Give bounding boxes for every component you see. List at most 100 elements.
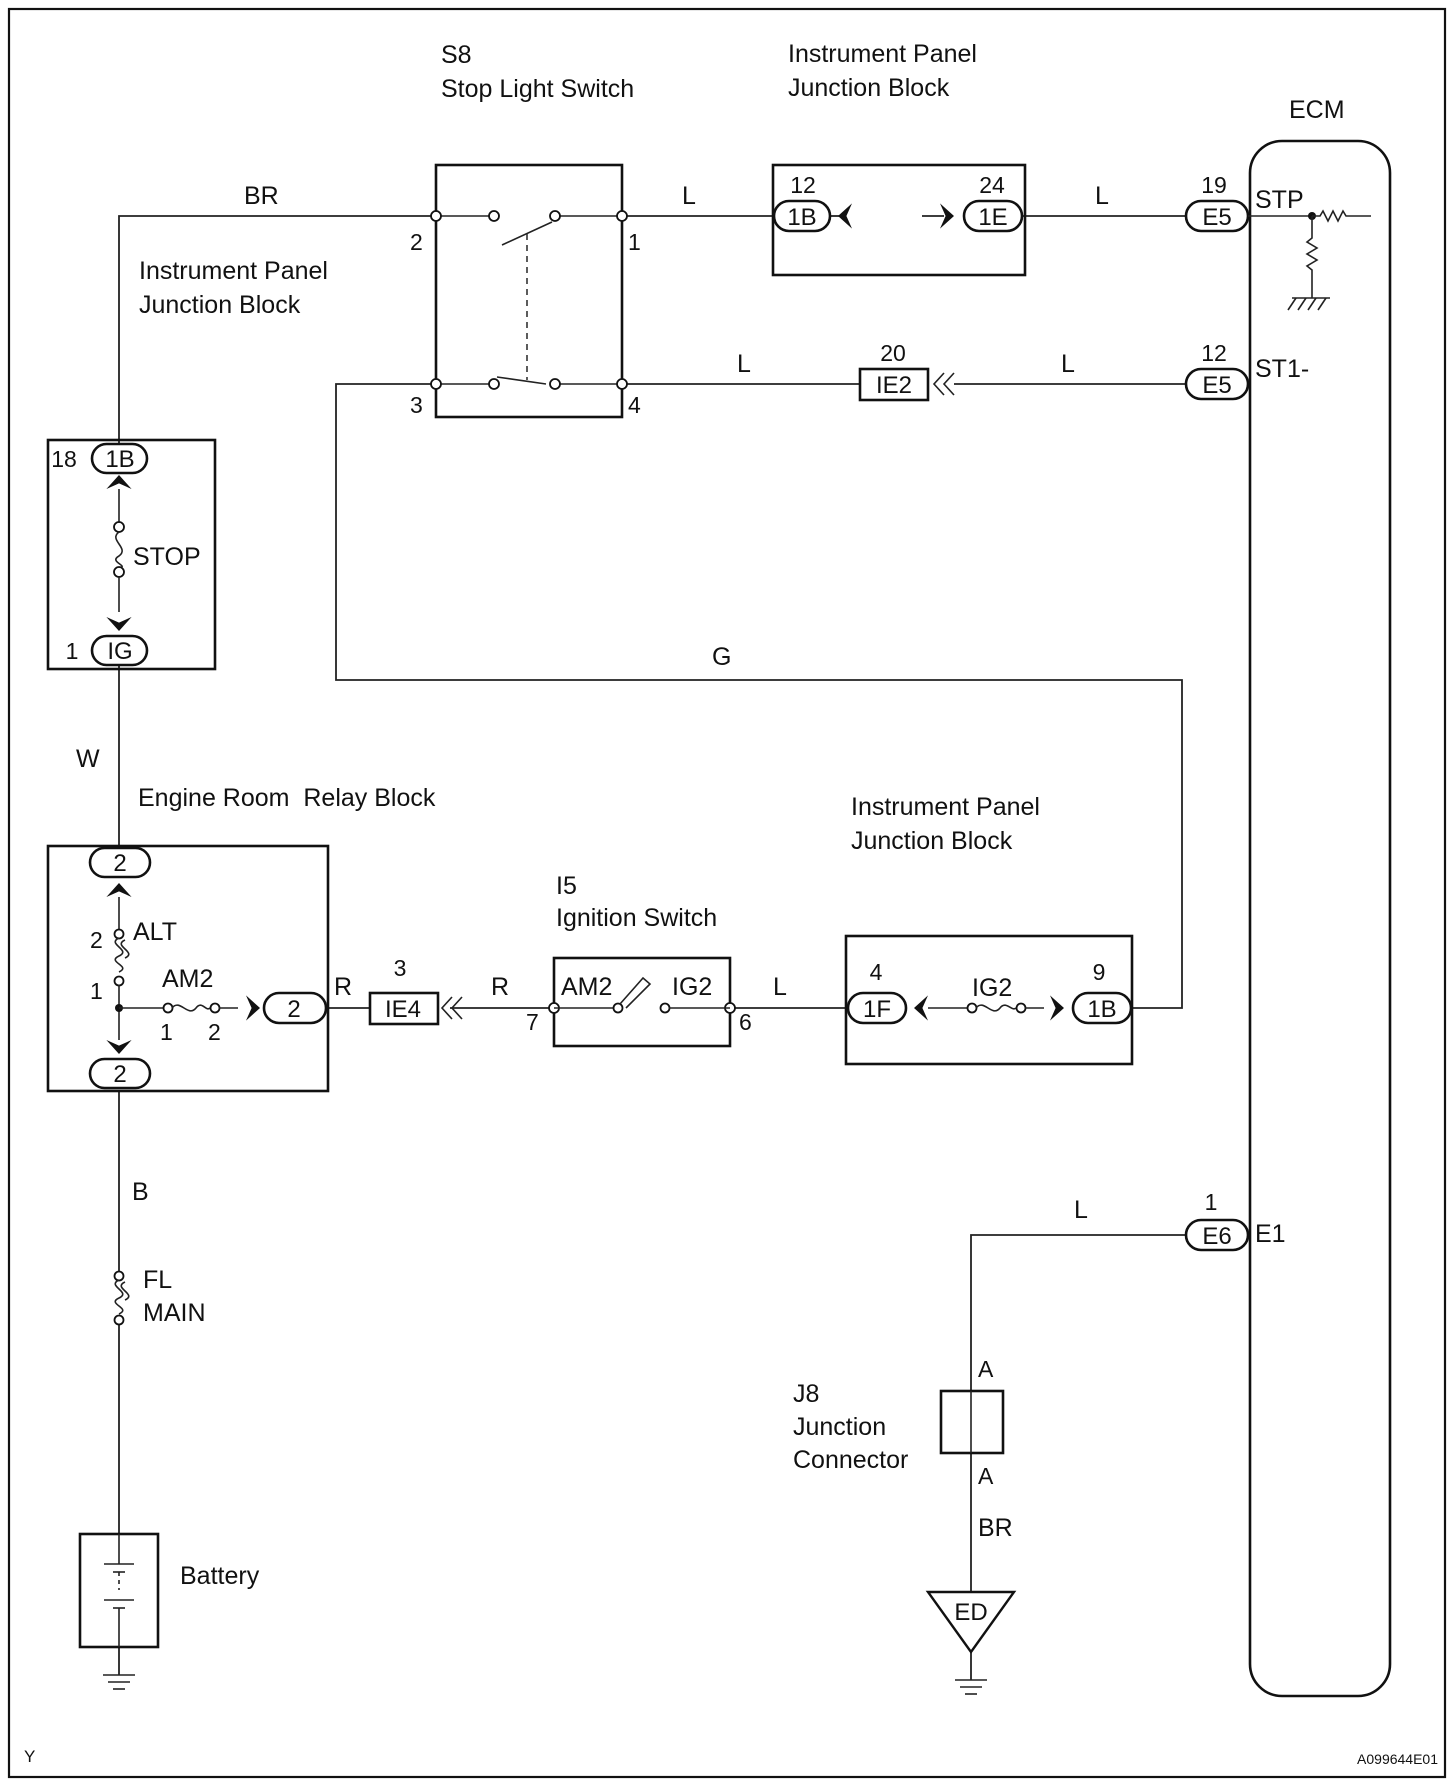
am2-fuse-label: AM2 (162, 965, 213, 993)
ipjb-left-label-2: Junction Block (139, 291, 301, 319)
errb-label: Engine Room Relay Block (138, 784, 436, 812)
j8-id: J8 (793, 1380, 819, 1408)
battery-label: Battery (180, 1562, 260, 1590)
ie2-label: IE2 (876, 372, 912, 399)
ipjb-left-box (46, 438, 217, 671)
alt-fuse-icon (114, 937, 130, 973)
ed-ground-label: ED (954, 1599, 987, 1626)
ig-am2-label: AM2 (561, 973, 612, 1001)
s8-pin-3: 3 (410, 392, 423, 418)
ipjb-top-label-1: Instrument Panel (788, 40, 977, 68)
ecm-e5-st1-pill (1184, 367, 1250, 401)
ecm-e5-stp-label: E5 (1202, 204, 1231, 231)
instrument-panel-jb-top: 1B 12 1E 24 (771, 163, 1027, 277)
ecm-e5-stp-pin: 19 (1201, 172, 1227, 198)
ig-pin-7: 7 (526, 1009, 539, 1035)
ed-ground: ED (925, 1590, 1017, 1655)
wire-label-br-bottom: BR (978, 1514, 1013, 1542)
rb-2-right-pill (262, 991, 328, 1025)
jb-ig-label: IG (107, 638, 132, 665)
ie4-box (368, 991, 440, 1026)
battery (78, 1532, 160, 1649)
jb-1f-pin: 4 (870, 959, 883, 985)
ecm-label: ECM (1289, 96, 1345, 124)
am2-fuse-icon (171, 1004, 211, 1012)
wire-label-r-right: R (491, 973, 509, 1001)
wire-l-e6 (970, 1234, 1188, 1391)
jb-1e-pill (962, 199, 1024, 233)
wire-label-b: B (132, 1178, 149, 1206)
am2-pin-left: 1 (160, 1019, 173, 1045)
s8-id: S8 (441, 41, 472, 69)
ecm-e6-pill (1184, 1218, 1250, 1252)
wire-label-l-jb-ecm: L (1095, 182, 1109, 210)
ignition-key-icon (619, 976, 652, 1009)
ed-ground-icon (955, 1679, 987, 1695)
ignition-switch-box (552, 956, 732, 1048)
ipjb-mid-label-1: Instrument Panel (851, 793, 1040, 821)
wire-label-l-s8-jb: L (682, 182, 696, 210)
jb-1b-mid-pill (1071, 991, 1133, 1025)
battery-ground-icon (103, 1674, 135, 1690)
ed-ground-triangle (925, 1590, 1017, 1655)
fl-label-1: FL (143, 1266, 172, 1294)
ipjb-top-box (771, 163, 1027, 277)
j8-name-1: Junction (793, 1413, 886, 1441)
ipjb-mid-box (844, 934, 1134, 1066)
jb-ig-pin: 1 (66, 638, 79, 664)
ipjb-left-label-1: Instrument Panel (139, 257, 328, 285)
stop-light-switch-box (434, 163, 624, 419)
ie2-pin: 20 (880, 340, 906, 366)
ipjb-mid-label-2: Junction Block (851, 827, 1013, 855)
wire-label-l-ig-jb: L (773, 973, 787, 1001)
wire-label-r-left: R (334, 973, 352, 1001)
ie4-connector: IE4 3 (368, 955, 463, 1026)
engine-room-relay-block: 2 2 2 2 1 1 2 (46, 844, 330, 1093)
wire-g (335, 383, 1183, 1009)
ipjb-top-label-2: Junction Block (788, 74, 950, 102)
ecm-e6-label: E6 (1202, 1223, 1231, 1250)
alt-label: ALT (133, 918, 177, 946)
jb-1b-left-label: 1B (105, 446, 134, 473)
rb-2-bottom-label: 2 (113, 1061, 126, 1088)
wire-label-l-s8-ie2: L (737, 350, 751, 378)
ecm-st1-label: ST1- (1255, 355, 1309, 383)
diagram-frame (7, 7, 1447, 1779)
jb-1f-pill (846, 991, 908, 1025)
wire-label-g: G (712, 643, 731, 671)
ecm-box (1248, 139, 1392, 1698)
j8-box (939, 1389, 1005, 1455)
corner-mark-y: Y (24, 1747, 35, 1766)
ecm-e5-st1-label: E5 (1202, 372, 1231, 399)
ecm-stp-label: STP (1255, 186, 1304, 214)
stop-fuse-label: STOP (133, 543, 201, 571)
jb-1e-label: 1E (978, 204, 1007, 231)
jb-ig-pill (90, 634, 149, 667)
s8-name: Stop Light Switch (441, 75, 634, 103)
wire-br-top (118, 215, 436, 455)
ie2-connector: IE2 20 (858, 340, 955, 402)
ig2-fuse-icon (975, 1004, 1017, 1012)
ecm-e1-label: E1 (1255, 1220, 1286, 1248)
switch-contact-lower (496, 376, 547, 385)
fl-label-2: MAIN (143, 1299, 206, 1327)
rb-2-top-pill (88, 846, 152, 879)
stop-fuse-icon (115, 531, 123, 569)
fl-main-fuse (113, 1270, 130, 1326)
ie4-pin: 3 (394, 955, 407, 981)
ecm-e6-pin: 1 (1205, 1189, 1218, 1215)
s8-pin-2: 2 (410, 229, 423, 255)
jb-1b-mid-label: 1B (1087, 996, 1116, 1023)
rb-2-top-label: 2 (113, 850, 126, 877)
ie2-box (858, 367, 930, 402)
figure-id: A099644E01 (1357, 1751, 1438, 1767)
instrument-panel-jb-mid: 1F 4 1B 9 (844, 934, 1134, 1066)
rb-2-bottom-pill (88, 1057, 152, 1090)
j8-name-2: Connector (793, 1446, 908, 1474)
junction-connector-j8: A A (939, 1356, 1005, 1489)
jb-1b-top-pin: 12 (790, 172, 816, 198)
ecm: E5 19 E5 12 E6 1 (1184, 139, 1392, 1698)
instrument-panel-jb-left: 1B 18 IG 1 (46, 438, 217, 671)
alt-pin-top: 2 (90, 927, 103, 953)
ie4-label: IE4 (385, 996, 421, 1023)
